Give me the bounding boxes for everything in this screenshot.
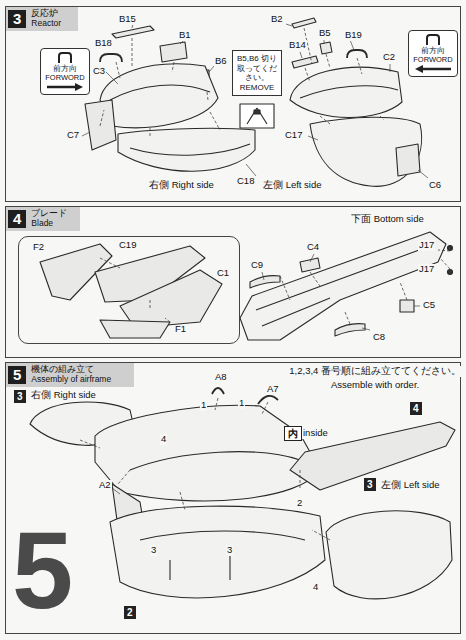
part-number: C6 — [428, 180, 442, 191]
part-number: C2 — [382, 52, 396, 63]
step-badge: 3 — [14, 390, 26, 403]
side-label: 右側 Right side — [30, 390, 97, 401]
part-number: J17 — [418, 264, 435, 275]
direction-arrow — [413, 64, 453, 74]
badge-text: 2 — [127, 607, 133, 618]
part-number: C8 — [372, 332, 386, 343]
part-number: A2 — [98, 480, 112, 491]
step-badge: 3 — [364, 478, 376, 491]
callout-number: 4 — [160, 434, 167, 445]
part-number: A7 — [266, 384, 280, 395]
step-panel: 4 ブレード BladeF2 C19C1F1 — [5, 206, 461, 358]
step-header: 4 ブレード Blade — [6, 207, 80, 231]
part-number: B14 — [288, 40, 307, 51]
part-icon — [422, 33, 444, 46]
big-step-number: 5 — [12, 515, 73, 625]
part-number: C3 — [92, 66, 106, 77]
part-number: C18 — [236, 176, 255, 187]
part-number: C17 — [284, 130, 303, 141]
step-panel: 3 反応炉 Reactor 前方向 FORWORD B5,B6 切り取ってください。 … — [5, 6, 461, 202]
part-number: A8 — [214, 372, 228, 383]
note-text: B5,B6 切り取ってください。 REMOVE — [237, 54, 277, 92]
part-icon — [54, 51, 76, 64]
part-number: C1 — [217, 267, 229, 278]
part-number: J17 — [418, 240, 435, 251]
callout-number: 1 — [238, 398, 245, 409]
part-number: B19 — [344, 30, 363, 41]
step-header: 3 反応炉 Reactor — [6, 7, 78, 31]
direction-text: 前方向 FORWORD — [412, 46, 454, 64]
note-text: Assemble with order. — [330, 380, 420, 391]
badge-text: 内 — [288, 428, 298, 439]
badge-text: 3 — [17, 391, 23, 402]
part-number: B18 — [94, 38, 113, 49]
side-label: 左側 Left side — [380, 480, 441, 491]
side-label: inside — [302, 428, 329, 439]
part-number: B5 — [318, 28, 332, 39]
side-label: 下面 Bottom side — [350, 214, 425, 225]
step-title: 反応炉 Reactor — [31, 9, 71, 29]
callout-number: 3 — [226, 545, 233, 556]
inside-badge: 内 — [284, 426, 302, 441]
direction-box: 前方向 FORWORD — [40, 48, 90, 95]
direction-text: 前方向 FORWORD — [44, 64, 86, 82]
part-number: F2 — [33, 241, 44, 252]
step-number: 3 — [8, 10, 26, 28]
part-number: B15 — [118, 14, 137, 25]
part-number: C4 — [306, 242, 320, 253]
step-title: ブレード Blade — [31, 209, 73, 229]
badge-text: 3 — [367, 479, 373, 490]
step-number: 5 — [8, 366, 26, 384]
part-number: B2 — [270, 14, 284, 25]
side-label: 右側 Right side — [148, 180, 215, 191]
step-header: 5 機体の組み立て Assembly of airframe — [6, 363, 134, 387]
part-number: C9 — [250, 260, 264, 271]
part-number: B1 — [178, 30, 192, 41]
note-text: 1,2,3,4 番号順に組み立ててください。 — [288, 366, 462, 377]
callout-number: 1 — [200, 400, 207, 411]
part-number: C19 — [119, 239, 136, 250]
part-number: C7 — [66, 130, 80, 141]
step-badge: 2 — [124, 606, 136, 619]
step-title: 機体の組み立て Assembly of airframe — [31, 365, 127, 385]
detail-inset: F2 C19C1F1 — [18, 236, 240, 344]
direction-box: 前方向 FORWORD — [408, 30, 458, 77]
callout-number: 4 — [312, 582, 319, 593]
note-box: B5,B6 切り取ってください。 REMOVE — [232, 50, 282, 96]
step-badge: 4 — [410, 402, 422, 415]
part-number: F1 — [175, 323, 186, 334]
side-label: 左側 Left side — [262, 180, 323, 191]
step-number: 4 — [8, 210, 26, 228]
part-number: C5 — [422, 300, 436, 311]
direction-arrow — [45, 82, 85, 92]
step-panel: 5 機体の組み立て Assembly of airframe 3 内 4 3 2 — [5, 362, 461, 634]
callout-number: 3 — [150, 545, 157, 556]
callout-number: 2 — [296, 498, 303, 509]
part-number: B6 — [214, 56, 228, 67]
badge-text: 4 — [413, 403, 419, 414]
